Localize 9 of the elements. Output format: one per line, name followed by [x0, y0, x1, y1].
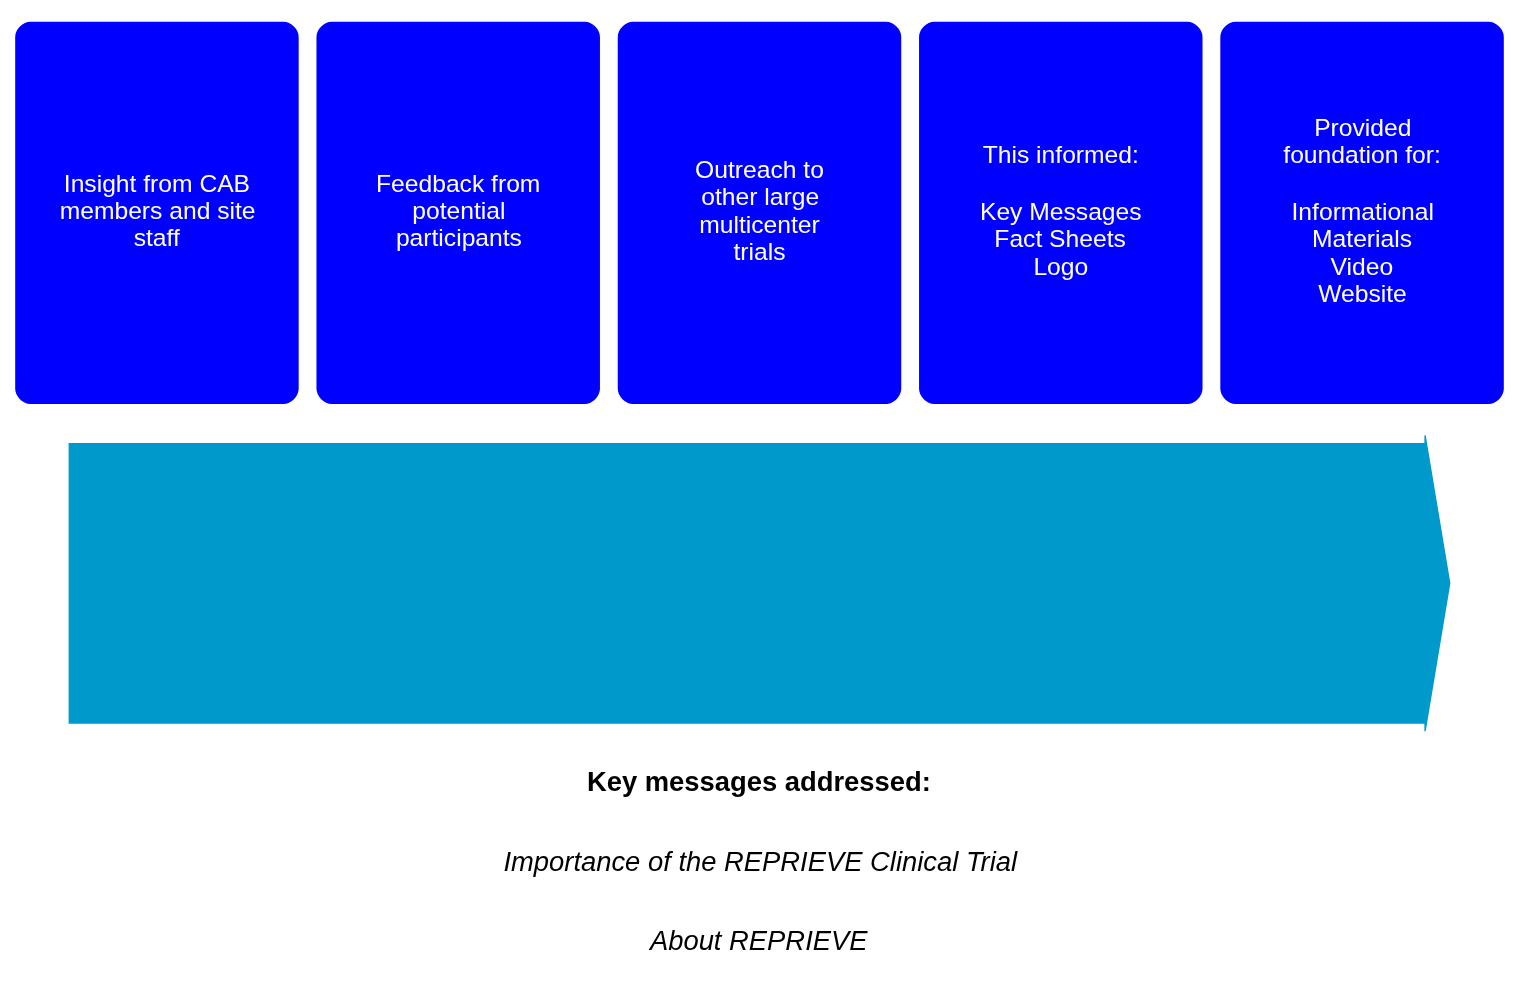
label: Key messages addressed: [586, 766, 931, 798]
node-box: Outreach to other large multicenter trials [615, 19, 904, 407]
node-box: This informed: Key Messages Fact Sheets Logo [916, 19, 1206, 407]
label: About REPRIEVE [649, 925, 868, 957]
node-box: Provided foundation for: Informational Materials Video Website [1217, 19, 1507, 407]
node-box: Insight from CAB members and site staff [12, 19, 302, 407]
label: Importance of the REPRIEVE Clinical Trial [503, 845, 1018, 877]
node-arrow [68, 434, 1451, 732]
node-box: Feedback from potential participants [313, 19, 603, 407]
